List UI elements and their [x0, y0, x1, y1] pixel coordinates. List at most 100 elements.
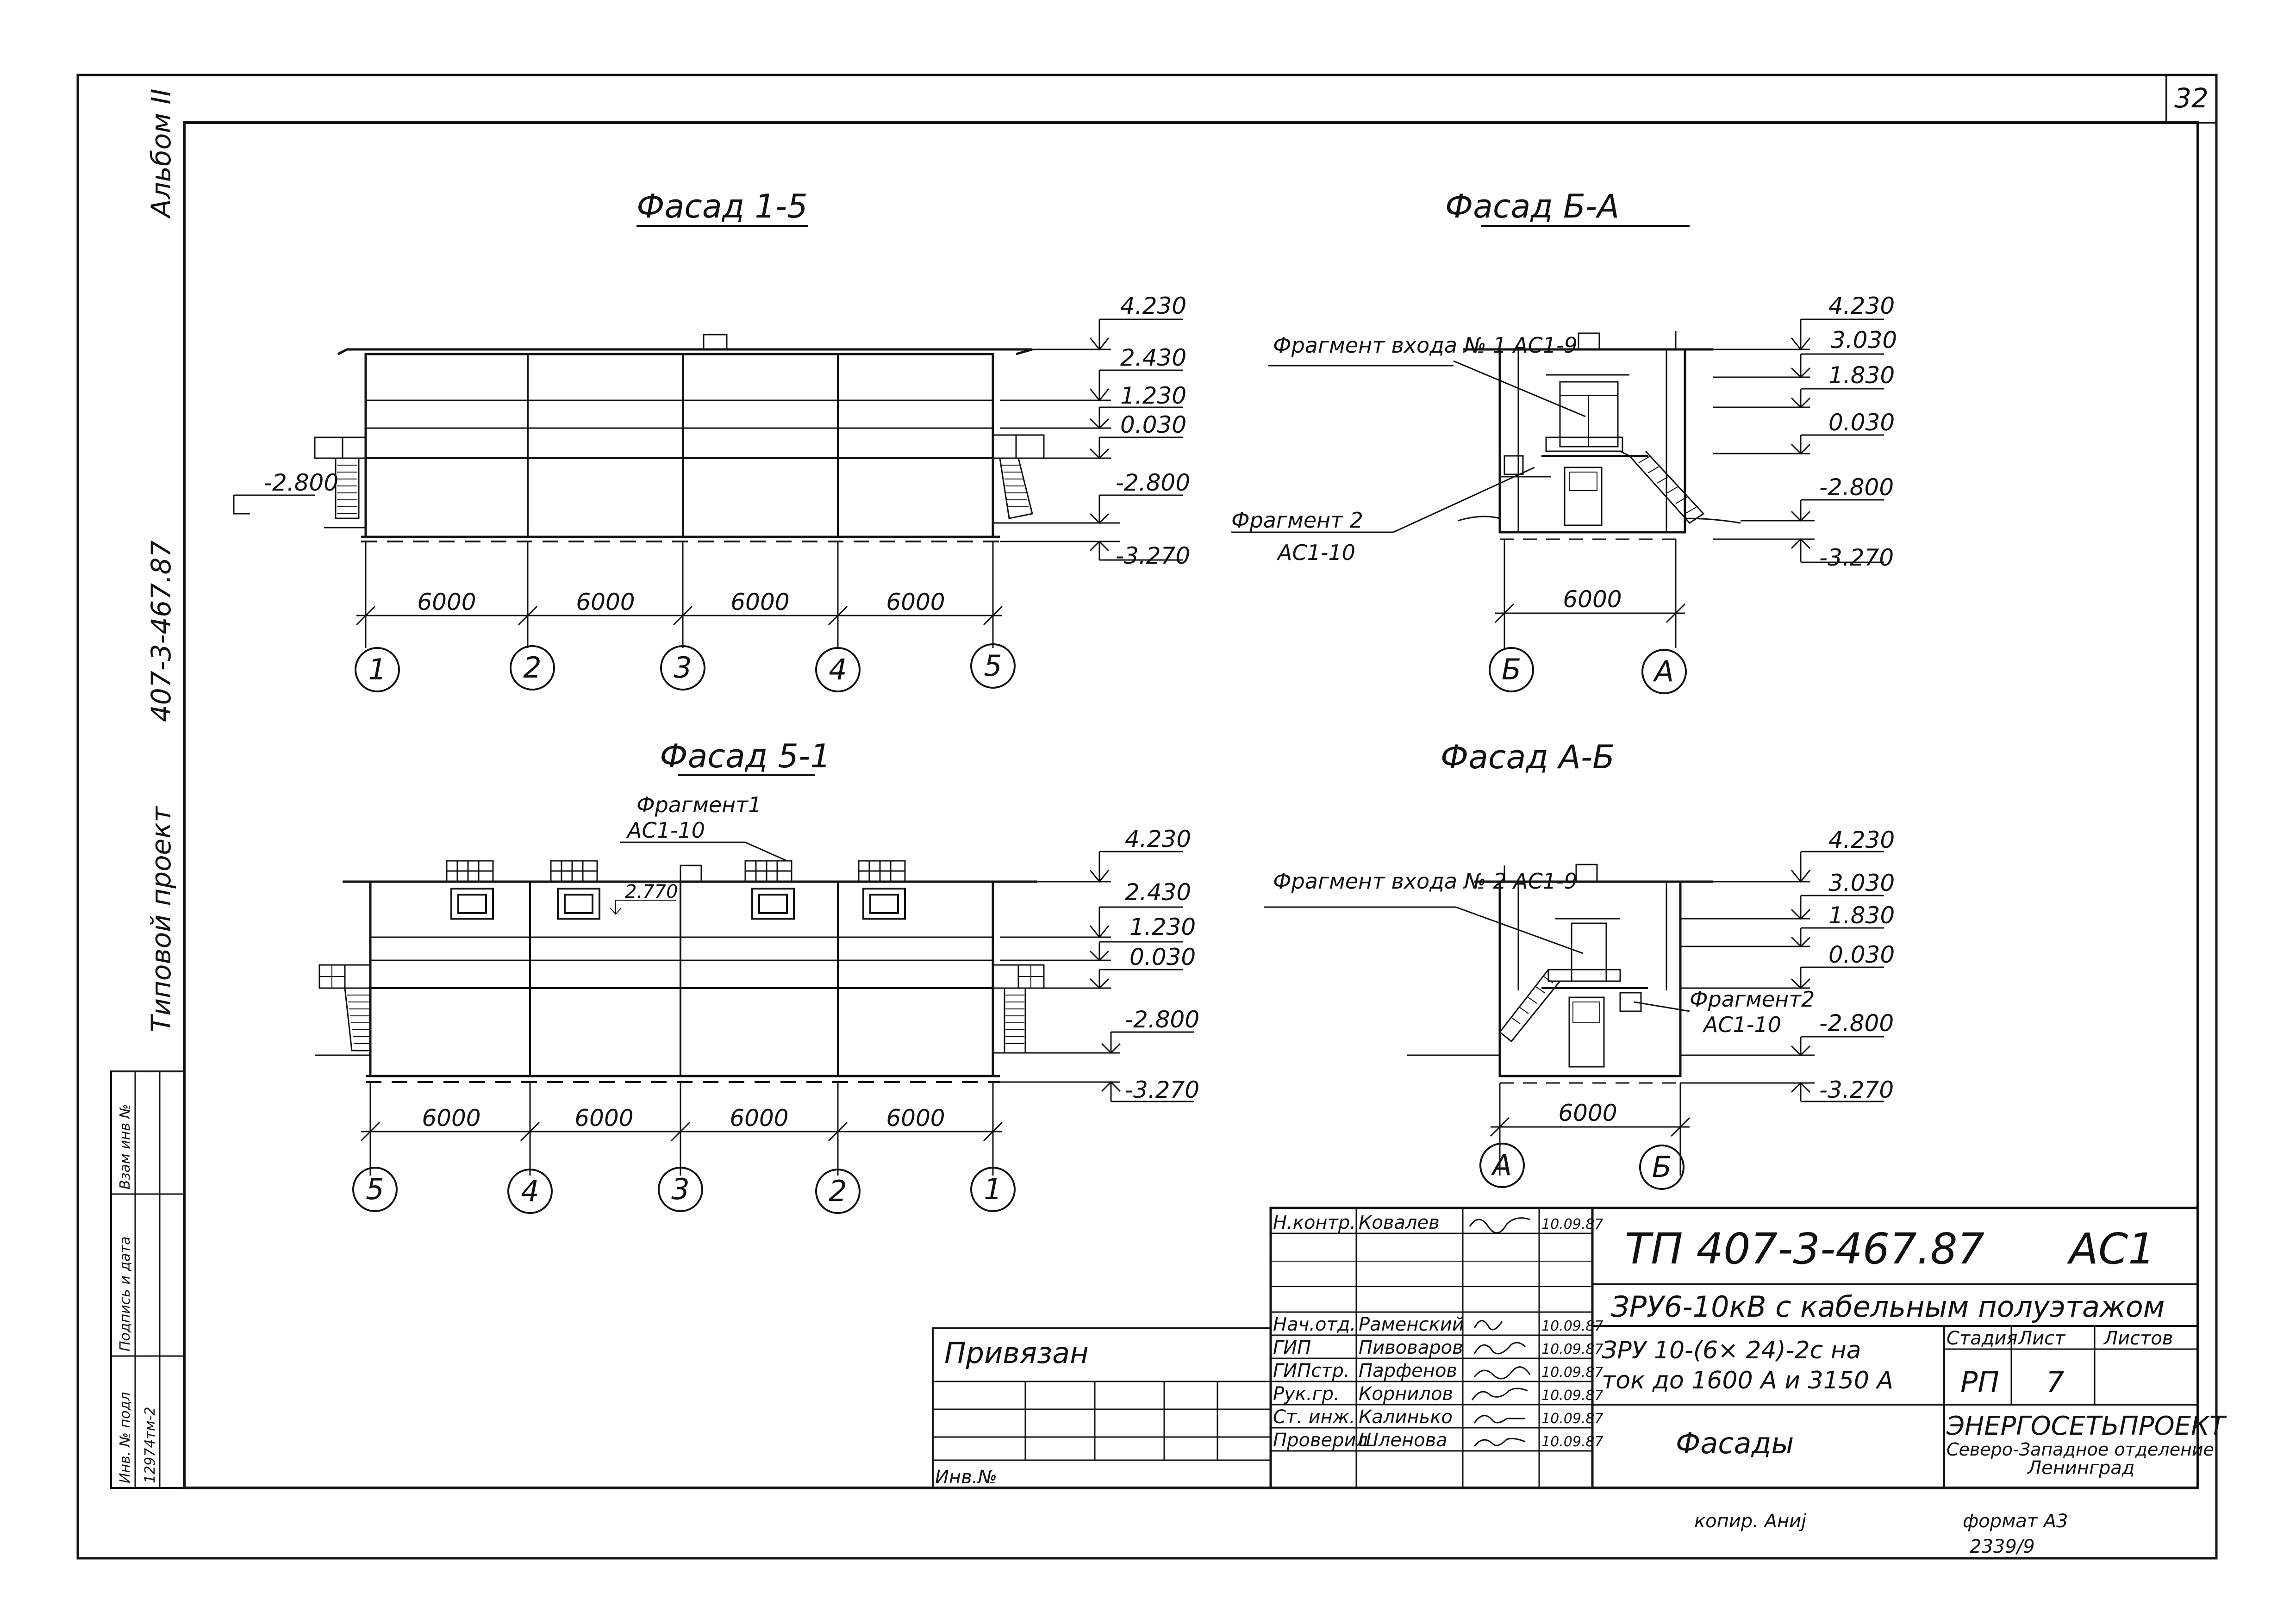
copied-by-note: копир. Аниј: [1694, 1511, 1807, 1532]
archive-inv-value: 12974тм-2: [142, 1407, 158, 1483]
tb-signature-7: [1473, 1437, 1526, 1447]
f51-level-5: -2.800: [1125, 1006, 1199, 1033]
fab-level-3: 1.830: [1828, 902, 1895, 929]
f51-fragment-1-b: АС1-10: [626, 818, 705, 843]
tb-role-3: ГИП: [1273, 1337, 1311, 1358]
tb-date-7: 10.09.87: [1541, 1434, 1603, 1450]
f51-level-6: -3.270: [1125, 1076, 1199, 1103]
tb-date-1: 10.09.87: [1541, 1216, 1603, 1232]
fab-fragment-2-b: АС1-10: [1702, 1012, 1781, 1037]
facade-1-5: Фасад 1-5 -2.800: [233, 187, 1045, 542]
facade-5-1-title: Фасад 5-1: [660, 737, 831, 775]
f51-inner-level: 2.770: [625, 881, 678, 902]
fab-level-5: -2.800: [1819, 1010, 1894, 1037]
f15-level-5: -2.800: [1116, 469, 1190, 496]
facade-1-5-levels: [1000, 318, 1183, 561]
facade-a-b-axes: [1479, 1143, 1685, 1190]
facade-a-b-title: Фасад А-Б: [1441, 738, 1615, 776]
fab-level-4: 0.030: [1828, 941, 1895, 968]
album-label: Альбом II: [145, 88, 177, 219]
f15-level-1: 4.230: [1120, 292, 1186, 319]
tb-signature-1: [1469, 1217, 1530, 1234]
fba-level-1: 4.230: [1828, 292, 1895, 319]
page-number: 32: [2174, 82, 2209, 114]
tb-project-code: ТП 407-3-467.87: [1625, 1224, 1984, 1274]
tb-date-6: 10.09.87: [1541, 1411, 1603, 1427]
tb-sheet-name: Фасады: [1676, 1426, 1794, 1460]
fba-span: 6000: [1563, 586, 1622, 613]
tb-role-1: Н.контр.: [1273, 1212, 1356, 1233]
f15-span-2: 6000: [576, 589, 635, 616]
tb-role-7: Проверил: [1273, 1430, 1368, 1451]
tb-date-3: 10.09.87: [1541, 1341, 1603, 1357]
facade-b-a-axes: [1489, 647, 1687, 694]
fba-fragment-2-b: АС1-10: [1276, 540, 1355, 565]
facade-a-b: Фасад А-Б: [1264, 738, 1741, 1084]
tb-org-1: ЭНЕРГОСЕТЬПРОЕКТ: [1946, 1411, 2227, 1441]
facade-5-1-dimensions: [360, 1082, 1003, 1176]
f15-level-2: 2.430: [1120, 344, 1186, 371]
f15-level-3: 1.230: [1120, 382, 1186, 409]
tb-name-1: Ковалев: [1359, 1212, 1440, 1233]
facade-b-a-dimensions: [1494, 539, 1686, 648]
format-note: формат А3: [1963, 1511, 2068, 1532]
tb-object: ЗРУ6-10кВ с кабельным полуэтажом: [1611, 1290, 2165, 1324]
f51-span-3: 6000: [730, 1105, 788, 1132]
f15-axis-4: 4: [829, 653, 847, 686]
project-code-vertical: 407-3-467.87: [145, 540, 177, 722]
facade-a-b-dimensions: [1490, 1083, 1691, 1176]
tb-name-6: Калинько: [1359, 1406, 1453, 1428]
tb-date-4: 10.09.87: [1541, 1364, 1603, 1381]
f15-span-3: 6000: [730, 589, 789, 616]
fba-level-5: -2.800: [1819, 474, 1894, 501]
tb-sheet-label: Лист: [2017, 1328, 2066, 1349]
archive-inv-no: Инв. № подл: [117, 1392, 133, 1483]
f15-span-4: 6000: [886, 589, 945, 616]
facade-5-1-levels: [1000, 851, 1194, 1102]
tb-name-4: Парфенов: [1359, 1360, 1457, 1381]
f51-span-1: 6000: [422, 1105, 480, 1132]
tb-name-3: Пивоваров: [1359, 1337, 1463, 1358]
tb-name-5: Корнилов: [1359, 1383, 1453, 1405]
tb-date-5: 10.09.87: [1541, 1388, 1603, 1404]
f15-axis-3: 3: [674, 651, 692, 684]
fab-fragment-2-a: Фрагмент2: [1690, 987, 1815, 1012]
fab-axis-a: А: [1491, 1148, 1512, 1182]
f51-span-2: 6000: [574, 1105, 633, 1132]
f51-axis-4: 4: [521, 1174, 539, 1208]
archive-podpis-data: Подпись и дата: [117, 1237, 133, 1352]
f51-axis-1: 1: [984, 1172, 1002, 1206]
fba-level-3: 1.830: [1828, 362, 1895, 389]
tb-sheet: 7: [2046, 1365, 2064, 1399]
facade-5-1-axes: [352, 1167, 1016, 1214]
page-number-box: [2165, 74, 2217, 124]
tb-name-2: Раменский: [1359, 1314, 1464, 1335]
f51-level-2: 2.430: [1125, 879, 1191, 906]
fba-fragment-2-a: Фрагмент 2: [1231, 508, 1363, 533]
fab-span: 6000: [1558, 1100, 1617, 1126]
f15-axis-1: 1: [368, 653, 386, 686]
tb-signature-4: [1473, 1366, 1531, 1380]
f15-axis-5: 5: [984, 649, 1002, 683]
facade-b-a-title: Фасад Б-А: [1445, 187, 1619, 225]
fab-level-6: -3.270: [1819, 1076, 1894, 1103]
fab-level-1: 4.230: [1828, 827, 1895, 853]
tb-stage-label: Стадия: [1947, 1328, 2017, 1349]
f15-level-4: 0.030: [1120, 411, 1186, 438]
tb-signature-6: [1473, 1415, 1525, 1424]
tb-signature-5: [1471, 1388, 1528, 1400]
facade-a-b-levels: [1680, 851, 1884, 1102]
fab-level-2: 3.030: [1828, 870, 1895, 896]
f51-axis-2: 2: [829, 1174, 847, 1208]
tb-org-2: Северо-Западное отделение: [1947, 1439, 2214, 1460]
tb-name-7: Шленова: [1359, 1430, 1447, 1451]
fba-axis-a: А: [1653, 654, 1674, 688]
f51-axis-5: 5: [366, 1172, 384, 1206]
outer-frame: [76, 74, 2218, 1560]
fba-level-2: 3.030: [1831, 327, 1897, 354]
f51-level-1: 4.230: [1125, 826, 1191, 852]
facade-1-5-dimensions: [356, 541, 1003, 648]
f15-span-1: 6000: [417, 589, 476, 616]
fba-level-4: 0.030: [1828, 409, 1895, 436]
